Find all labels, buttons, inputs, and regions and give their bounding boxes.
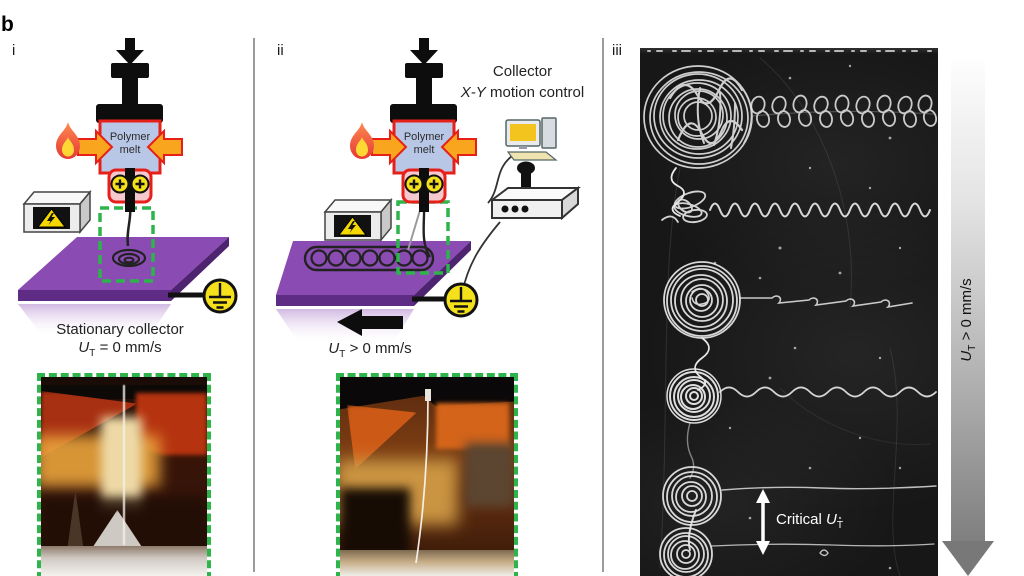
written-fiber-loops bbox=[303, 245, 435, 272]
critical-speed-label: Critical UT bbox=[776, 511, 844, 531]
row4-disc bbox=[666, 368, 722, 424]
photo-stationary-jet bbox=[37, 373, 211, 576]
translation-arrow-icon bbox=[337, 309, 403, 336]
row2-tangle bbox=[661, 190, 708, 224]
stationary-collector-caption: Stationary collector bbox=[56, 321, 184, 338]
photo-ii-dark-right-block bbox=[465, 443, 514, 507]
photo-i-bottom-band bbox=[41, 546, 207, 576]
row2-squiggle bbox=[709, 202, 931, 218]
collector-control-caption-line2: X-Y motion control bbox=[460, 84, 585, 101]
flame-icon-ii bbox=[350, 122, 374, 159]
row3-looped-line bbox=[739, 295, 913, 309]
spinneret-i bbox=[76, 36, 184, 214]
collector-plate-i bbox=[18, 237, 229, 301]
row4-5-connector bbox=[686, 422, 695, 479]
high-voltage-warning-icon-i bbox=[23, 191, 91, 233]
photo-ii-orange-block bbox=[435, 403, 509, 449]
panel-ii-label: ii bbox=[277, 42, 284, 59]
row6-line bbox=[711, 543, 935, 547]
photo-translating-jet bbox=[336, 373, 518, 576]
background-specks bbox=[713, 64, 902, 570]
speed-axis-label: UT > 0 mm/s bbox=[958, 278, 978, 362]
joystick-icon bbox=[489, 161, 581, 221]
critical-speed-range-arrow bbox=[756, 489, 770, 555]
deposition-zone-box-i bbox=[98, 206, 155, 283]
panel-iii-label: iii bbox=[612, 42, 622, 59]
ground-icon-i bbox=[202, 278, 238, 314]
panel-divider-i-ii bbox=[253, 38, 255, 572]
row1-descender bbox=[670, 167, 685, 217]
photo-ii-bottom-band bbox=[340, 550, 514, 576]
translation-speed-caption: UT > 0 mm/s bbox=[328, 340, 412, 360]
panel-i-label: i bbox=[12, 42, 16, 59]
computer-icon bbox=[505, 117, 558, 161]
figure-letter: b bbox=[1, 13, 14, 36]
panel-i-reflection bbox=[18, 304, 171, 338]
photo-ii-jet-line bbox=[415, 389, 431, 564]
panel-divider-ii-iii bbox=[602, 38, 604, 572]
row5-disc bbox=[662, 466, 722, 526]
photo-i-cream-column bbox=[100, 417, 143, 509]
stationary-speed-caption: UT = 0 mm/s bbox=[78, 339, 162, 359]
row5-line bbox=[721, 485, 937, 491]
deposition-zone-box-ii bbox=[396, 200, 450, 275]
row3-disc bbox=[663, 261, 741, 339]
row6-curl bbox=[819, 549, 829, 557]
photo-ii-dark-corner bbox=[340, 488, 410, 560]
fiber-pattern-drawing bbox=[643, 50, 938, 576]
row1-spiral bbox=[643, 65, 753, 169]
high-voltage-warning-icon-ii bbox=[324, 199, 392, 241]
flame-icon-i bbox=[56, 122, 80, 159]
photo-fiber-patterns bbox=[640, 48, 938, 576]
panel-ii-schematic bbox=[276, 36, 581, 345]
collector-control-caption-line1: Collector bbox=[492, 63, 553, 80]
photo-i-jet-line bbox=[123, 385, 125, 545]
background-scratches bbox=[659, 57, 931, 576]
panel-i-schematic bbox=[18, 36, 238, 338]
speed-gradient-arrow bbox=[951, 60, 985, 542]
control-wires bbox=[461, 155, 513, 294]
speed-gradient-arrowhead-icon bbox=[942, 541, 994, 576]
row6-disc bbox=[659, 527, 713, 576]
row4-wave bbox=[719, 386, 937, 398]
row1-figure8-chain bbox=[750, 94, 938, 128]
ground-icon-ii bbox=[443, 282, 479, 318]
